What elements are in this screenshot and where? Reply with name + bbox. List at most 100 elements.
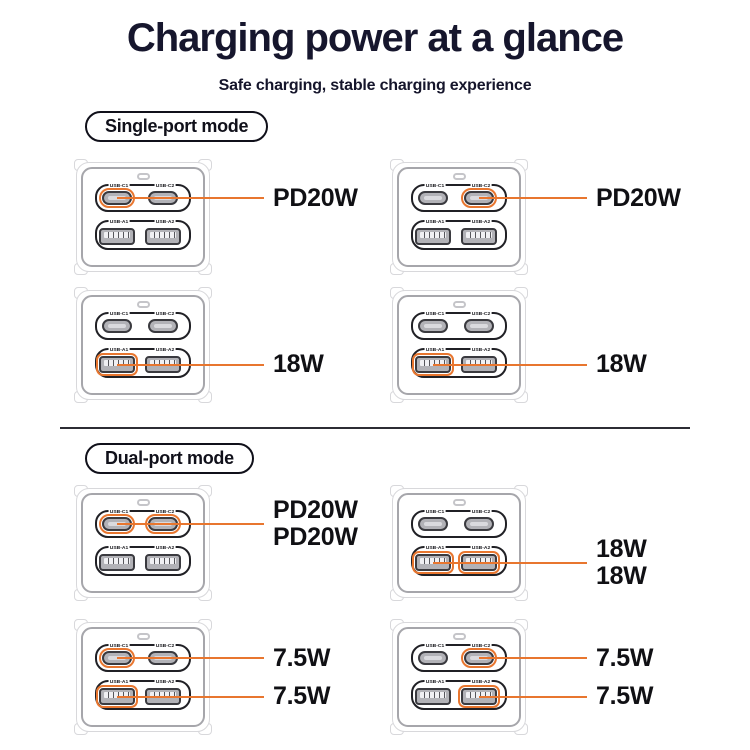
power-label: 7.5W: [273, 643, 331, 672]
port-highlight-a1: [411, 353, 454, 376]
port-label-a2: USB-A2: [154, 678, 176, 685]
port-highlight-a1: [95, 685, 138, 708]
usb-c1-port: [417, 517, 448, 531]
port-label-a1: USB-A1: [424, 218, 445, 225]
power-label: 7.5W: [273, 682, 331, 710]
port-label-a2: USB-A2: [470, 218, 492, 225]
section-label-text: Dual-port mode: [105, 448, 234, 468]
indicator-oval: [137, 301, 150, 308]
port-label-c1: USB-C1: [424, 508, 445, 515]
power-label-block: 18W: [273, 351, 324, 378]
power-label-block: 7.5W: [273, 683, 330, 710]
indicator-oval: [453, 301, 466, 308]
port-label-a2: USB-A2: [154, 346, 176, 353]
port-highlight-c2: [461, 648, 497, 668]
indicator-oval: [137, 633, 150, 640]
port-label-c2: USB-C2: [154, 310, 176, 317]
port-label-a1: USB-A1: [424, 544, 445, 551]
usb-c1-port: [417, 191, 448, 205]
usb-c1-port: [101, 319, 132, 333]
charger-face: [397, 295, 521, 395]
usb-a1-port: [98, 228, 135, 245]
usb-c1-port: [417, 651, 448, 665]
port-label-c1: USB-C1: [424, 310, 445, 317]
power-label-block: 7.5W: [596, 644, 653, 672]
power-label: 18W: [273, 350, 324, 378]
indicator-oval: [453, 173, 466, 180]
power-label: PD20W: [273, 183, 358, 212]
power-label: PD20W: [273, 496, 358, 524]
power-label-block: 18W: [596, 351, 647, 378]
usb-a2-port: [461, 228, 497, 245]
power-label: PD20W: [273, 523, 358, 551]
power-label: 7.5W: [596, 682, 654, 710]
usb-a2-port: [145, 554, 181, 571]
power-label-block: 7.5W: [596, 683, 653, 710]
usb-a1-port: [414, 228, 451, 245]
section-label-dual-port-mode: Dual-port mode: [85, 443, 254, 474]
power-label-block: 7.5W: [273, 643, 331, 672]
power-label-block: PD20W: [596, 183, 681, 212]
power-label: PD20W: [596, 183, 681, 212]
power-label-block: PD20W: [273, 183, 358, 212]
port-label-a1: USB-A1: [108, 346, 129, 353]
port-label-a1: USB-A1: [108, 678, 129, 685]
port-label-c1: USB-C1: [108, 182, 129, 189]
page-title: Charging power at a glance: [126, 16, 624, 60]
charger-face: [397, 493, 521, 593]
port-highlight-c2: [145, 514, 181, 534]
port-label-c1: USB-C1: [108, 508, 129, 515]
port-highlight-a1: [95, 353, 138, 376]
leader-line: [116, 657, 264, 659]
power-label: 18W: [596, 534, 647, 563]
port-label-a2: USB-A2: [470, 544, 492, 551]
section-label-single-port-mode: Single-port mode: [85, 111, 269, 142]
port-label-c2: USB-C2: [470, 642, 492, 649]
usb-a1-port: [414, 688, 451, 705]
port-label-c2: USB-C2: [154, 642, 176, 649]
leader-line: [479, 695, 587, 698]
usb-a2-port: [145, 228, 181, 245]
port-highlight-a2: [458, 551, 500, 574]
leader-line: [432, 363, 587, 366]
port-label-a2: USB-A2: [154, 218, 176, 225]
usb-c1-port: [417, 319, 448, 333]
port-highlight-a1: [411, 551, 454, 574]
usb-a1-port: [98, 554, 135, 571]
port-label-a1: USB-A1: [108, 544, 129, 551]
port-label-c2: USB-C2: [470, 182, 492, 189]
charger-face: [81, 167, 205, 267]
leader-line: [479, 657, 587, 659]
charger-face: [397, 627, 521, 727]
power-label: 18W: [596, 350, 647, 378]
port-label-a2: USB-A2: [470, 678, 492, 685]
page-subtitle: Safe charging, stable charging experienc…: [218, 77, 532, 94]
port-label-c1: USB-C1: [424, 642, 445, 649]
charger-face: [81, 493, 205, 593]
indicator-oval: [453, 499, 466, 506]
port-highlight-a2: [458, 685, 500, 708]
indicator-oval: [137, 499, 150, 506]
port-highlight-c1: [98, 188, 135, 208]
port-label-c2: USB-C2: [154, 182, 176, 189]
leader-line: [116, 363, 264, 366]
port-highlight-c1: [98, 648, 135, 668]
port-label-a2: USB-A2: [154, 544, 176, 551]
power-label: 18W: [596, 561, 647, 590]
leader-line: [432, 561, 587, 564]
port-label-c2: USB-C2: [470, 508, 492, 515]
leader-line: [116, 197, 264, 199]
port-label-c1: USB-C1: [424, 182, 445, 189]
port-label-c1: USB-C1: [108, 310, 129, 317]
usb-c2-port: [148, 319, 178, 333]
leader-line: [116, 695, 264, 698]
port-highlight-c2: [461, 188, 497, 208]
usb-c2-port: [464, 319, 494, 333]
